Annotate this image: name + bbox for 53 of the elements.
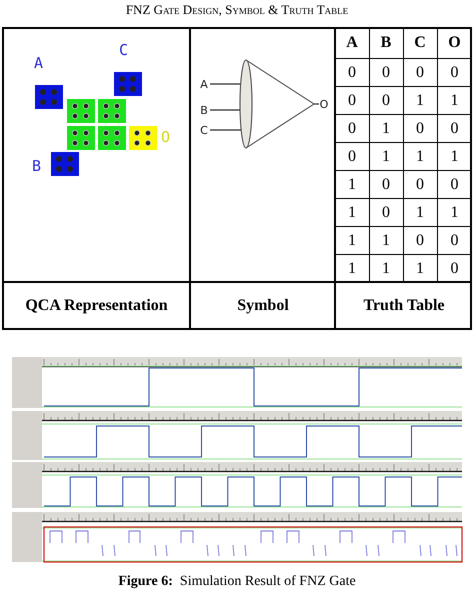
truth-value: 0 bbox=[347, 62, 357, 82]
truth-value: 1 bbox=[415, 202, 425, 222]
terminal-label: O bbox=[161, 129, 170, 145]
truth-value: 0 bbox=[381, 90, 391, 110]
truth-value: 0 bbox=[347, 90, 357, 110]
truth-value: 0 bbox=[415, 174, 425, 194]
terminal-label: B bbox=[199, 103, 209, 117]
truth-value: 1 bbox=[450, 90, 460, 110]
truth-value: 0 bbox=[381, 174, 391, 194]
truth-value: 0 bbox=[347, 118, 357, 138]
truth-value: 1 bbox=[381, 118, 391, 138]
column-header: A bbox=[345, 33, 359, 53]
terminal-label: A bbox=[34, 55, 44, 71]
truth-value: 1 bbox=[415, 146, 425, 166]
truth-value: 0 bbox=[415, 118, 425, 138]
input-line bbox=[210, 109, 242, 111]
input-line bbox=[210, 129, 242, 131]
terminal-label: O bbox=[319, 97, 329, 111]
truth-value: 1 bbox=[381, 230, 391, 250]
terminal-label: C bbox=[119, 42, 128, 58]
truth-value: 1 bbox=[347, 174, 357, 194]
input-line bbox=[210, 83, 242, 85]
truth-value: 0 bbox=[347, 146, 357, 166]
column-header: B bbox=[380, 33, 392, 53]
terminal-label: C bbox=[199, 123, 209, 137]
truth-value: 1 bbox=[347, 202, 357, 222]
truth-value: 0 bbox=[415, 230, 425, 250]
truth-value: 0 bbox=[381, 202, 391, 222]
column-header: O bbox=[447, 33, 462, 53]
truth-value: 1 bbox=[450, 202, 460, 222]
column-caption: Symbol bbox=[236, 296, 290, 316]
truth-value: 1 bbox=[415, 90, 425, 110]
truth-value: 1 bbox=[450, 146, 460, 166]
truth-value: 0 bbox=[450, 230, 460, 250]
truth-value: 1 bbox=[347, 258, 357, 278]
title: FNZ Gate Design, Symbol & Truth Table bbox=[124, 2, 350, 18]
truth-value: 0 bbox=[450, 62, 460, 82]
caption: Figure 6: Simulation Result of FNZ Gate bbox=[117, 574, 357, 590]
truth-value: 1 bbox=[347, 230, 357, 250]
truth-value: 1 bbox=[381, 258, 391, 278]
truth-value: 1 bbox=[381, 146, 391, 166]
truth-value: 0 bbox=[450, 118, 460, 138]
truth-value: 0 bbox=[450, 174, 460, 194]
terminal-label: A bbox=[199, 77, 209, 91]
input-line bbox=[314, 103, 319, 105]
truth-value: 0 bbox=[381, 62, 391, 82]
truth-value: 1 bbox=[415, 258, 425, 278]
column-caption: Truth Table bbox=[362, 296, 446, 316]
truth-value: 0 bbox=[415, 62, 425, 82]
terminal-label: B bbox=[32, 158, 42, 174]
truth-value: 0 bbox=[450, 258, 460, 278]
column-caption: QCA Representation bbox=[24, 296, 169, 316]
column-header: C bbox=[413, 33, 427, 53]
